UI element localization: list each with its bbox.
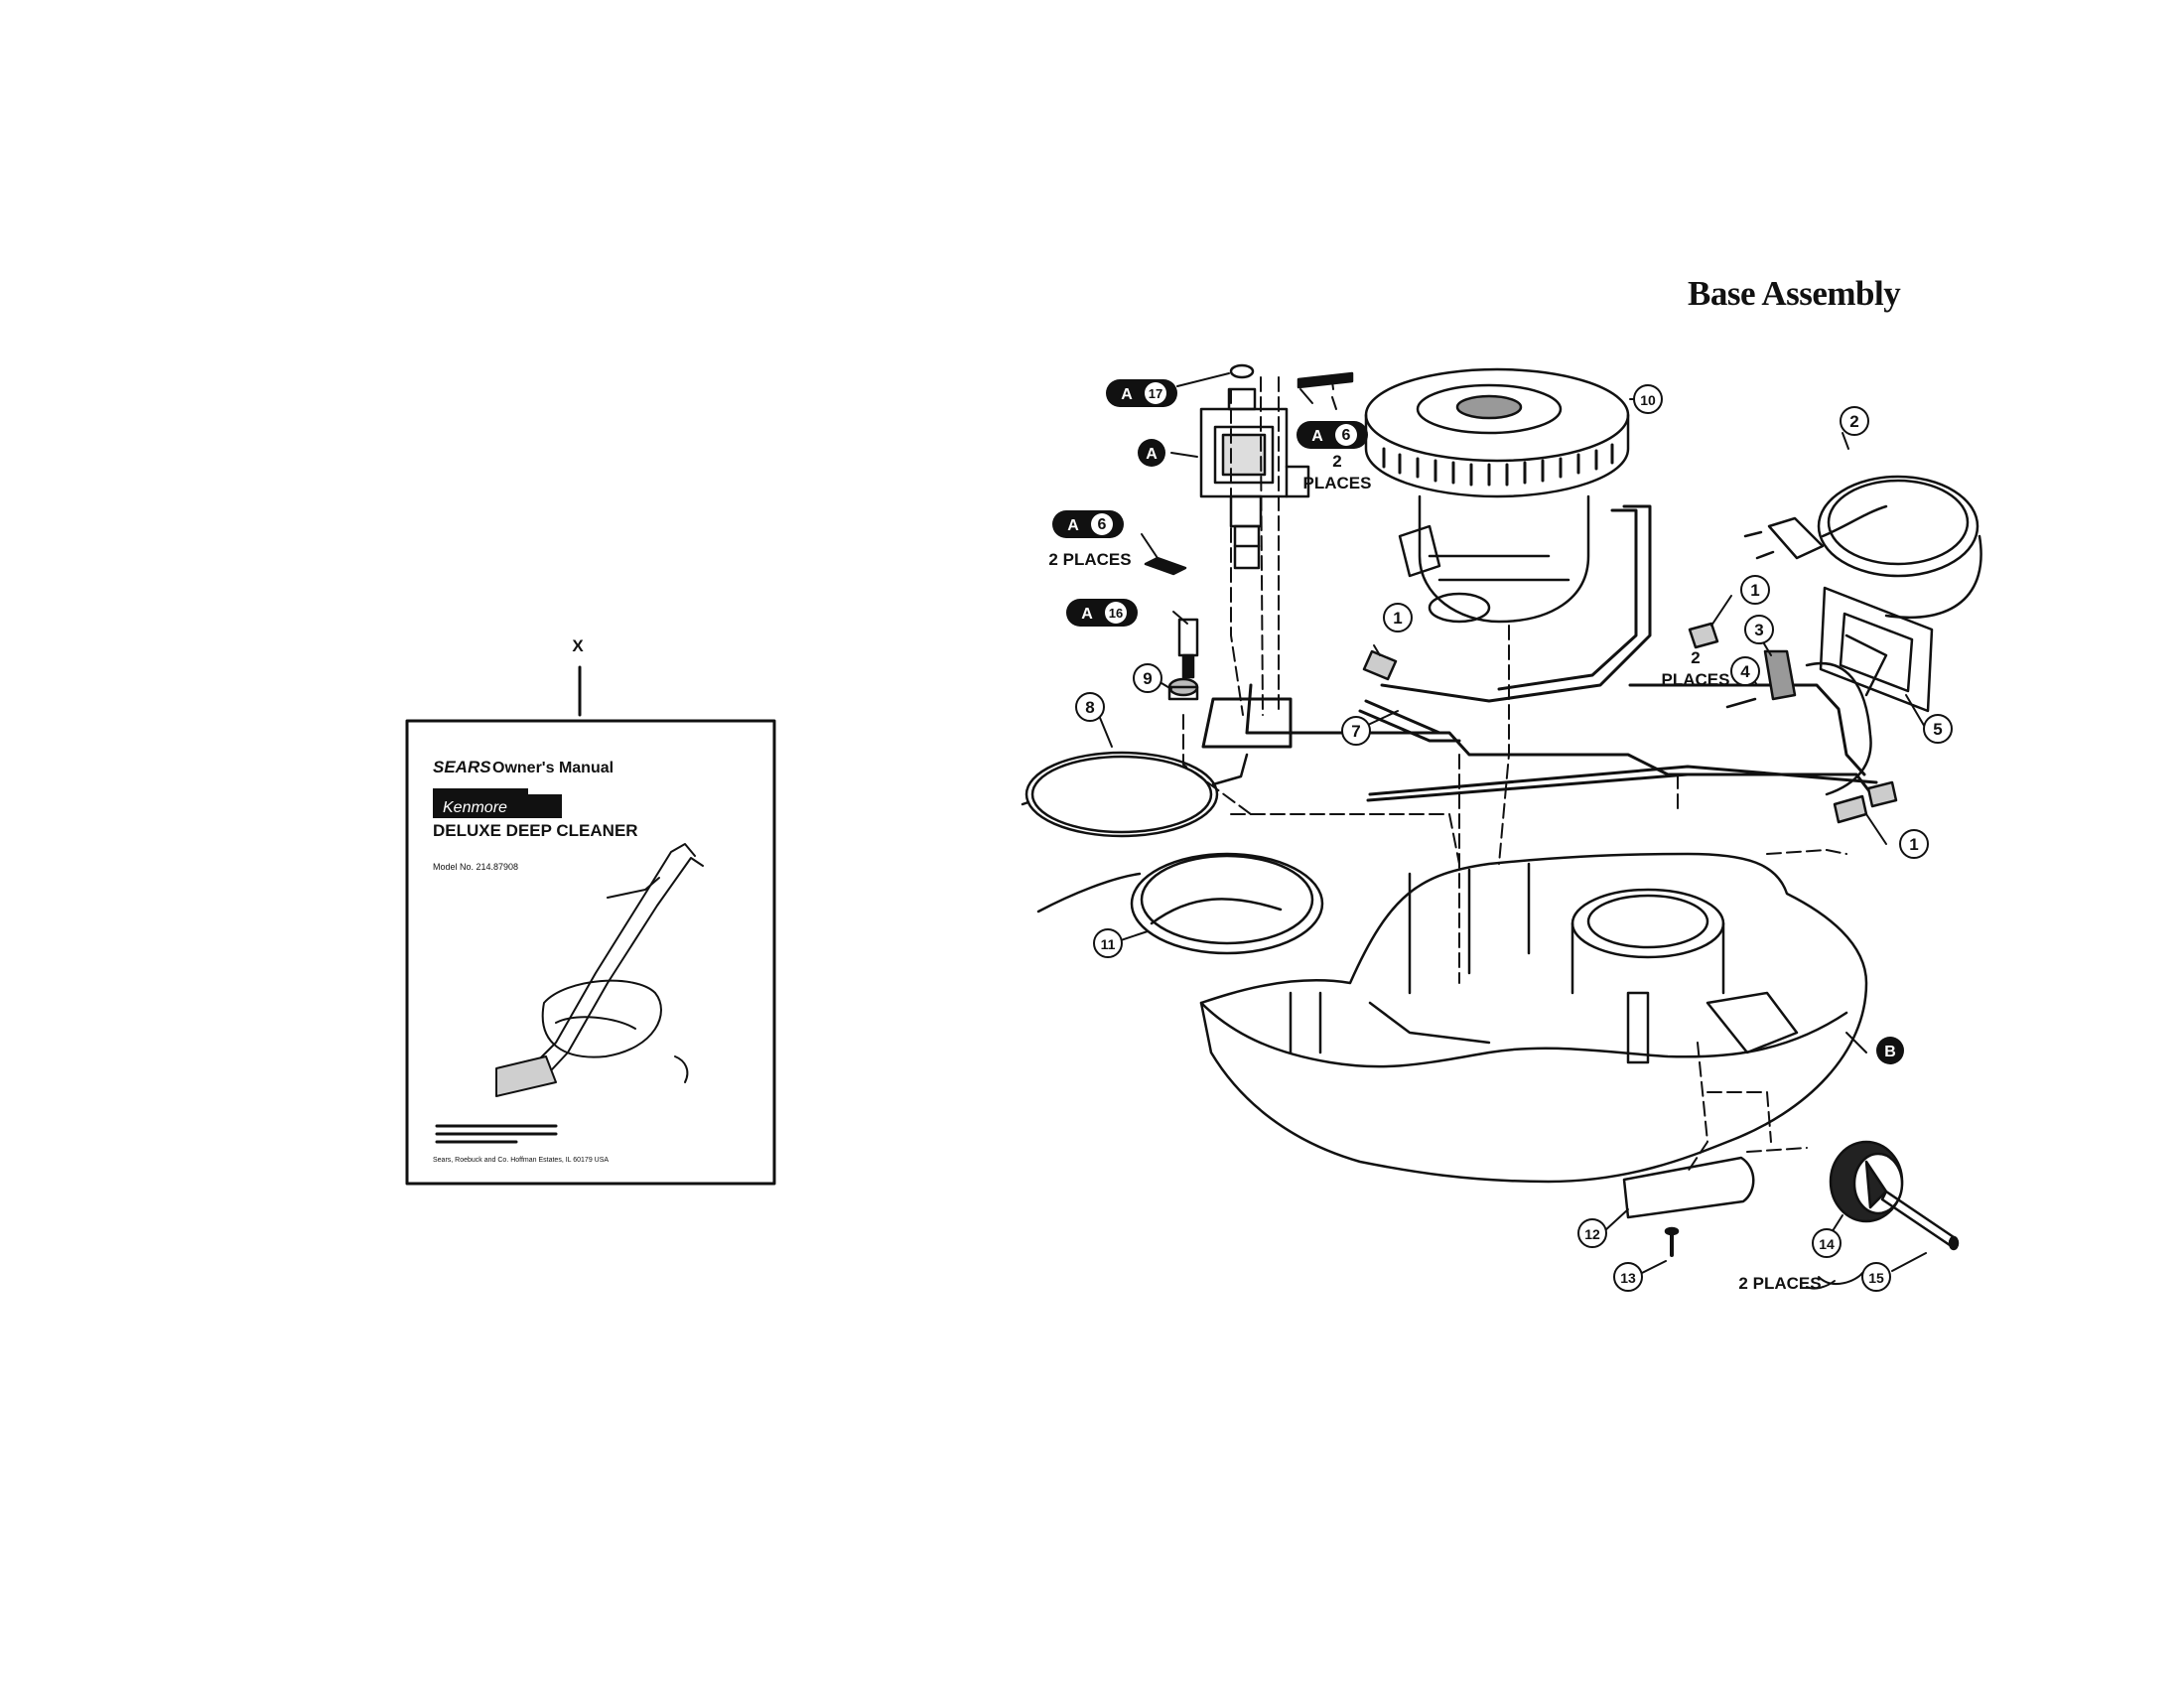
assembly-letter: A [1121, 386, 1133, 403]
assembly-ref-a16: A 16 [1066, 599, 1138, 627]
callout-c14: 14 [1812, 1228, 1842, 1258]
callout-number: 5 [1933, 720, 1942, 739]
callout-number: 11 [1101, 936, 1116, 952]
callout-c2: 2 [1840, 406, 1869, 436]
section-ref-sA: A [1138, 439, 1165, 467]
note-two-places-c: 2 [1691, 648, 1700, 667]
callout-number: 12 [1584, 1226, 1600, 1242]
page-title: Base Assembly [1688, 274, 1901, 313]
callout-number: 14 [1819, 1236, 1835, 1252]
callout-number: 4 [1740, 662, 1750, 681]
manual-model: Model No. 214.87908 [433, 862, 518, 872]
power-cord [1743, 475, 1982, 620]
callout-number: 9 [1143, 669, 1152, 688]
manual-address: Sears, Roebuck and Co. Hoffman Estates, … [433, 1157, 609, 1164]
callout-number: 3 [1754, 621, 1763, 639]
section-letter: B [1884, 1044, 1896, 1060]
assembly-number: 6 [1342, 427, 1351, 444]
manual-logo: Kenmore [443, 799, 507, 816]
manual-product: DELUXE DEEP CLEANER [433, 821, 638, 840]
cleaner-illustration [495, 843, 704, 1097]
section-ref-sB: B [1876, 1037, 1904, 1064]
assembly-number: 16 [1109, 606, 1123, 621]
note-places-a: PLACES [1303, 474, 1372, 492]
callout-number: 7 [1351, 722, 1360, 741]
note-two-places-a: 2 [1332, 452, 1341, 471]
callout-c15: 15 [1861, 1262, 1891, 1292]
note-two-places-d: 2 PLACES [1738, 1274, 1821, 1293]
assembly-number: 17 [1149, 386, 1162, 401]
callout-c12: 12 [1577, 1218, 1607, 1248]
part-x-label: X [572, 636, 584, 655]
assembly-ref-a17: A 17 [1106, 379, 1177, 407]
manual-doc-title: Owner's Manual [492, 760, 614, 776]
assembly-letter: A [1311, 428, 1323, 445]
wiring-harness [1201, 504, 1878, 802]
assembly-letter: A [1067, 517, 1079, 534]
assembly-guide-lines [1182, 376, 1847, 1173]
pump-assembly [1199, 363, 1310, 570]
callout-c3: 3 [1744, 615, 1774, 644]
note-places-c: PLACES [1662, 670, 1730, 689]
callout-c8: 8 [1075, 692, 1105, 722]
callout-c1a: 1 [1740, 575, 1770, 605]
callout-c5: 5 [1923, 714, 1953, 744]
callout-number: 2 [1849, 412, 1858, 431]
callout-c7: 7 [1341, 716, 1371, 746]
callout-number: 15 [1868, 1270, 1884, 1286]
callout-number: 1 [1393, 609, 1402, 628]
manual-brand: SEARS [433, 758, 491, 776]
callout-c1b: 1 [1383, 603, 1413, 632]
note-two-places-b: 2 PLACES [1048, 550, 1131, 569]
callout-number: 1 [1909, 835, 1918, 854]
callout-c13: 13 [1613, 1262, 1643, 1292]
base-housing [1199, 852, 1868, 1184]
callout-c11: 11 [1093, 928, 1123, 958]
owners-manual-part: X SEARS Owner's Manual Kenmore DELUXE DE… [405, 636, 776, 1186]
callout-c10: 10 [1633, 384, 1663, 414]
callout-number: 13 [1620, 1270, 1636, 1286]
motor-assembly [1364, 367, 1630, 624]
callout-c4: 4 [1730, 656, 1760, 686]
callout-number: 1 [1750, 581, 1759, 600]
callout-number: 8 [1085, 698, 1094, 717]
assembly-letter: A [1081, 606, 1093, 623]
assembly-number: 6 [1098, 516, 1107, 533]
callout-c1c: 1 [1899, 829, 1929, 859]
callout-c9: 9 [1133, 663, 1162, 693]
callout-number: 10 [1640, 392, 1656, 408]
section-letter: A [1146, 446, 1158, 463]
